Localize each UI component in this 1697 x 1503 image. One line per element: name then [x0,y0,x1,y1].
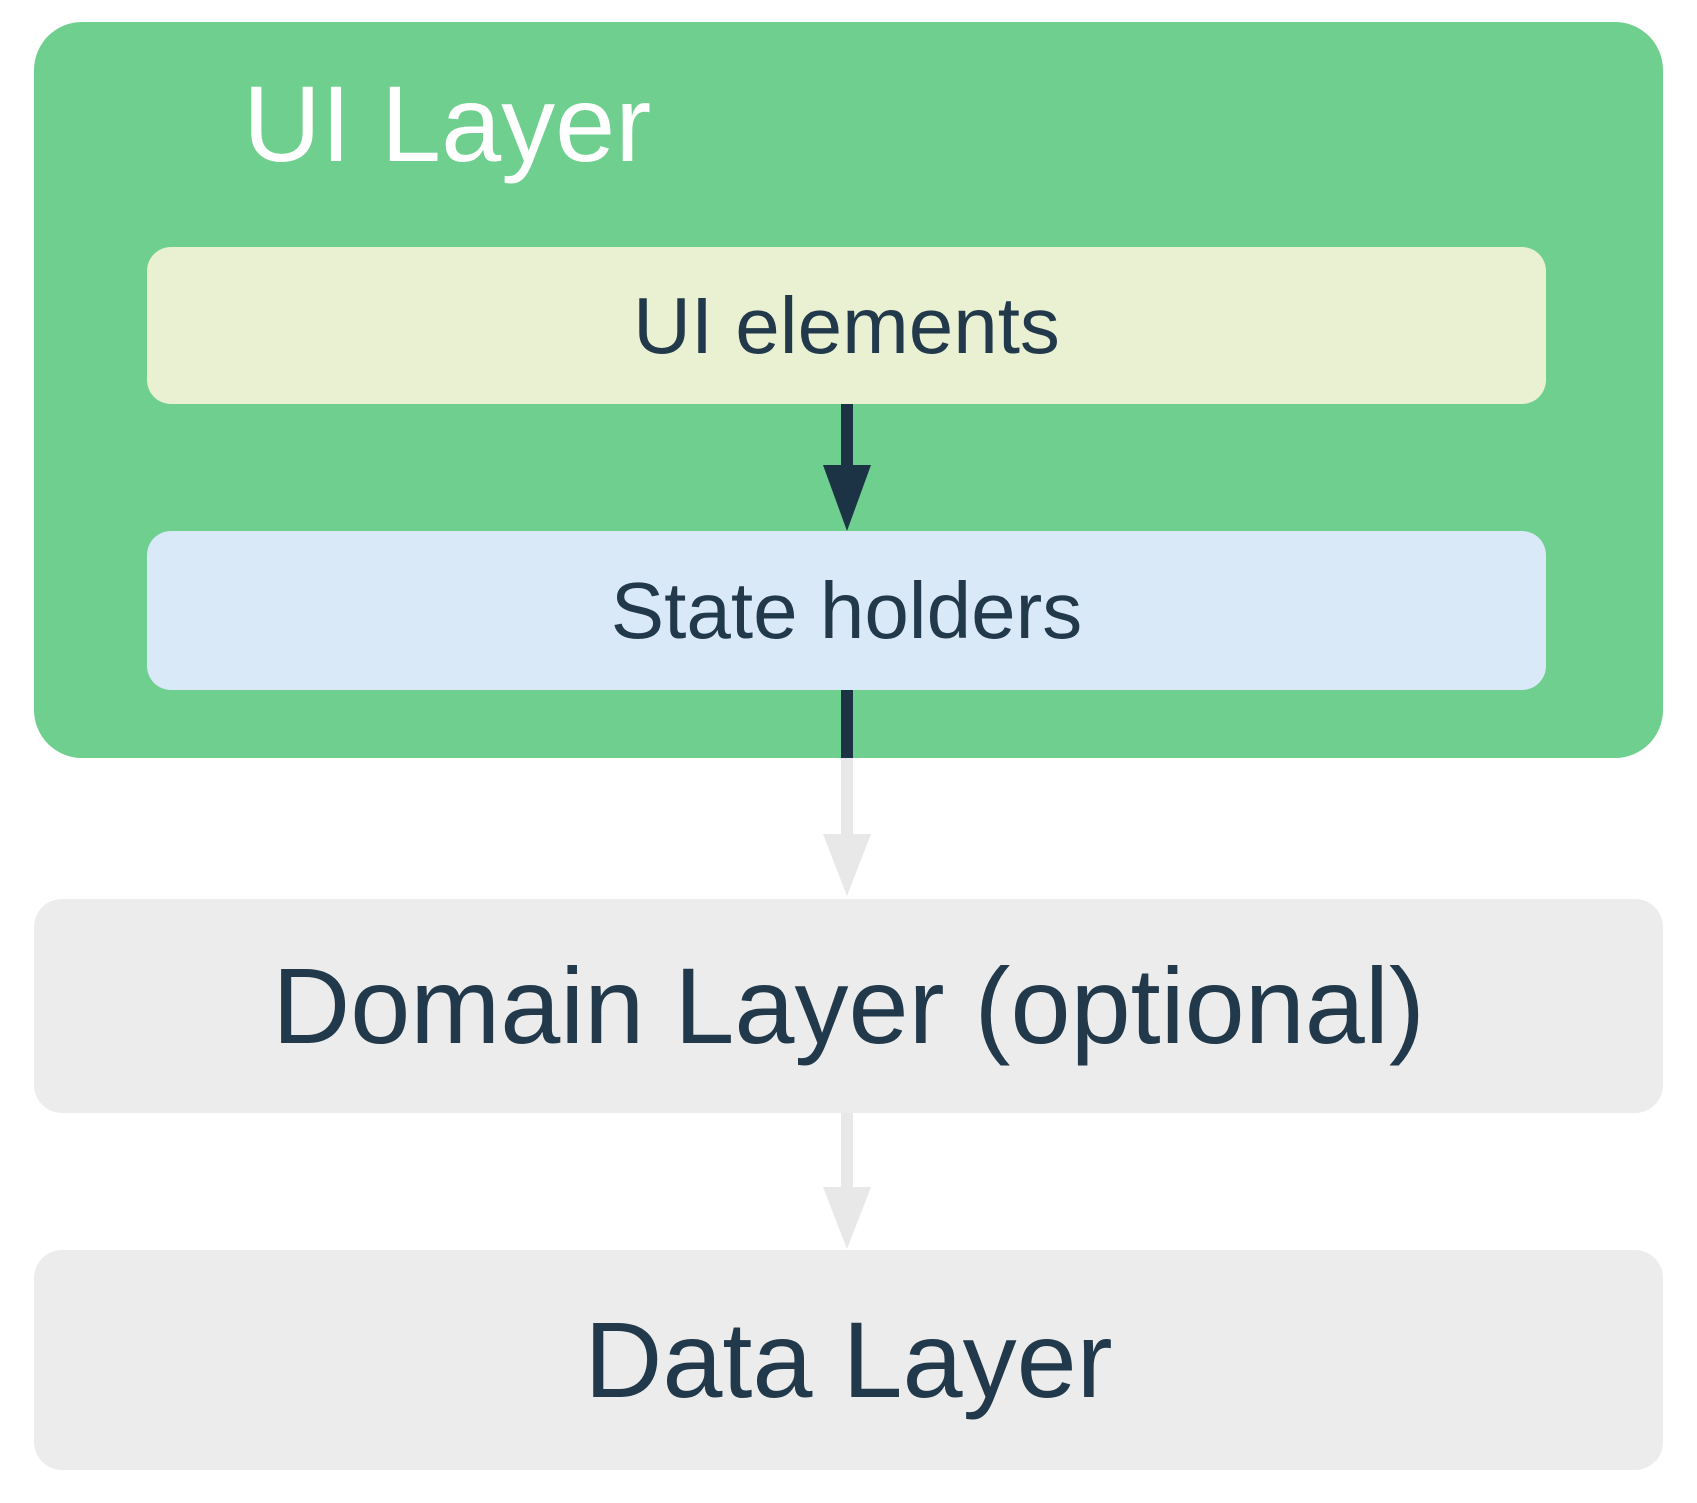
ui-elements-label: UI elements [633,280,1060,370]
state-holders-label: State holders [610,565,1083,655]
arrow-stem [841,758,853,834]
ui-layer-title: UI Layer [243,63,652,184]
arrow-head [823,465,871,531]
state-holders-outgoing-line [841,690,853,758]
data-layer-label: Data Layer [584,1299,1113,1420]
domain-layer-box: Domain Layer (optional) [34,899,1663,1113]
ui-layer-box: UI Layer UI elements State holders [34,22,1663,758]
arrow-head [823,1187,871,1249]
ui-elements-box: UI elements [147,247,1546,404]
data-layer-box: Data Layer [34,1250,1663,1470]
domain-layer-label: Domain Layer (optional) [272,945,1425,1066]
arrow-stem [841,1113,853,1187]
state-holders-box: State holders [147,531,1546,690]
arrow-head [823,834,871,896]
arrow-stem [841,404,853,465]
